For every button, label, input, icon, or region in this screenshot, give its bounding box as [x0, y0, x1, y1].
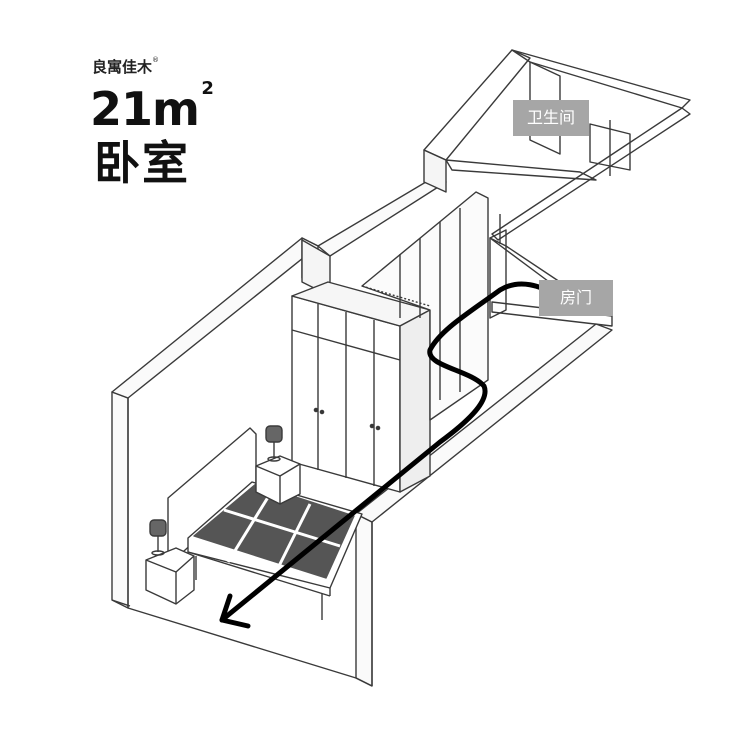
brand-logo: 良寓佳木®: [92, 56, 160, 76]
table-lamp-icon: [149, 519, 167, 556]
route-arrow-icon: [219, 281, 563, 629]
bed: [187, 481, 363, 620]
wall-panel: [361, 191, 489, 421]
corridor-walls: [423, 49, 691, 327]
nightstand-left: [145, 547, 195, 605]
nightstand-right: [255, 455, 301, 505]
wardrobe: [291, 281, 431, 493]
area-superscript: 2: [201, 78, 213, 99]
bathroom-label: 卫生间: [513, 100, 589, 136]
table-lamp-icon: [265, 425, 283, 462]
floor-outline: [111, 599, 373, 687]
wall-pillar: [301, 149, 447, 297]
door-label: 房门: [539, 280, 613, 316]
room-title: 卧室: [94, 136, 190, 190]
